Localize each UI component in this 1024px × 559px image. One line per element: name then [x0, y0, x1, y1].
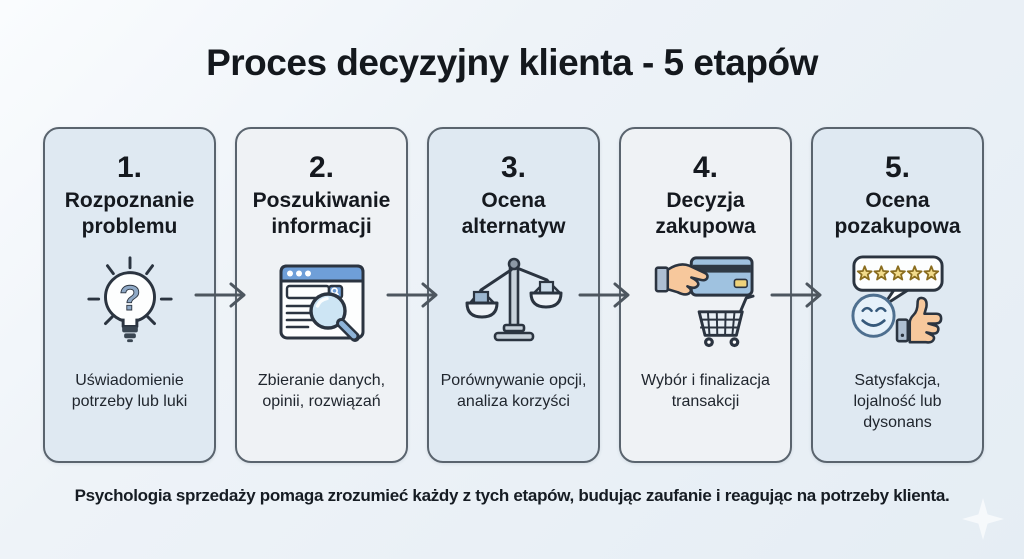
stage-description: Uświadomienie potrzeby lub luki: [71, 372, 188, 411]
stage-description: Porównywanie opcji, analiza korzyści: [440, 372, 587, 411]
arrow-right-icon: [193, 277, 249, 313]
stage-card-5: 5. Ocena pozakupowa: [811, 127, 984, 463]
svg-text:?: ?: [119, 279, 141, 318]
stages-row: 1. Rozpoznanie problemu: [43, 127, 984, 463]
arrow-right-icon: [577, 277, 633, 313]
stage-name: Rozpoznanie problemu: [64, 189, 195, 239]
stage-name: Decyzja zakupowa: [655, 189, 756, 239]
five-star-review-smiley-thumbs-up-icon: [822, 246, 973, 358]
stage-description: Zbieranie danych, opinii, rozwiązań: [257, 372, 386, 411]
stage-number: 2.: [308, 151, 335, 184]
stage-card-1: 1. Rozpoznanie problemu: [43, 127, 216, 463]
footer-note: Psychologia sprzedaży pomaga zrozumieć k…: [74, 486, 950, 505]
stage-number: 3.: [500, 151, 527, 184]
arrow-right-icon: [385, 277, 441, 313]
stage-number: 4.: [692, 151, 719, 184]
stage-name: Ocena alternatyw: [461, 189, 566, 239]
stage-description: Wybór i finalizacja transakcji: [641, 372, 770, 411]
stage-card-3: 3. Ocena alternatyw: [427, 127, 600, 463]
lightbulb-question-icon: ?: [54, 246, 205, 358]
stage-card-2: 2. Poszukiwanie informacji: [235, 127, 408, 463]
balance-scale-icon: [438, 246, 589, 358]
page-title: Proces decyzyjny klienta - 5 etapów: [206, 42, 818, 83]
stage-card-4: 4. Decyzja zakupowa: [619, 127, 792, 463]
browser-search-icon: [246, 246, 397, 358]
stage-number: 1.: [116, 151, 143, 184]
credit-card-cart-icon: [630, 246, 781, 358]
stage-name: Ocena pozakupowa: [834, 189, 961, 239]
stage-name: Poszukiwanie informacji: [252, 189, 391, 239]
stage-description: Satysfakcja, lojalność lub dysonans: [853, 372, 942, 432]
stage-number: 5.: [884, 151, 911, 184]
arrow-right-icon: [769, 277, 825, 313]
